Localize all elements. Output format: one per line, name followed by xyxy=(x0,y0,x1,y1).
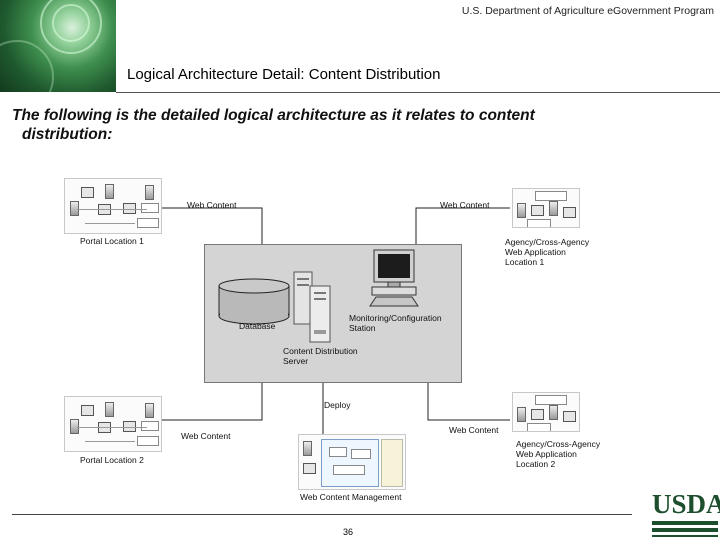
agency-header: U.S. Department of Agriculture eGovernme… xyxy=(461,5,714,17)
portal-location-2-label: Portal Location 2 xyxy=(80,455,144,465)
content-distribution-server-label: Content Distribution Server xyxy=(283,346,358,366)
portal-location-1-label: Portal Location 1 xyxy=(80,236,144,246)
agency-location-1-diagram xyxy=(512,188,580,228)
usda-logo-stripe xyxy=(652,521,718,525)
monitoring-station-label: Monitoring/Configuration Station xyxy=(349,313,442,333)
intro-text: The following is the detailed logical ar… xyxy=(12,106,692,144)
deploy-label: Deploy xyxy=(324,400,351,410)
agency-location-1-label: Agency/Cross-Agency Web Application Loca… xyxy=(505,237,590,267)
footer-divider xyxy=(12,514,632,515)
usda-logo-stripe xyxy=(652,528,718,532)
header-banner-image xyxy=(0,0,116,92)
database-icon xyxy=(218,278,290,325)
edge-top-left xyxy=(160,207,263,244)
edge-top-right xyxy=(415,207,510,244)
database-label: Database xyxy=(239,321,276,331)
intro-line-1: The following is the detailed logical ar… xyxy=(12,107,535,124)
edge-label-web-content: Web Content xyxy=(449,425,499,435)
header-divider xyxy=(116,92,720,93)
slide-title: Logical Architecture Detail: Content Dis… xyxy=(127,66,441,83)
agency-location-2-diagram xyxy=(512,392,580,432)
agency-location-2-label: Agency/Cross-Agency Web Application Loca… xyxy=(516,439,601,469)
edge-label-web-content: Web Content xyxy=(181,431,231,441)
edge-bottom-left xyxy=(160,383,263,421)
edge-label-web-content: Web Content xyxy=(187,200,237,210)
workstation-icon xyxy=(369,249,419,307)
edge-bottom-right xyxy=(427,383,510,421)
usda-logo: USDA xyxy=(652,489,720,537)
usda-logo-stripe xyxy=(652,535,718,537)
page-number: 36 xyxy=(343,527,354,537)
web-content-management-label: Web Content Management xyxy=(300,492,402,502)
intro-line-2: distribution: xyxy=(22,126,113,143)
edge-label-web-content: Web Content xyxy=(440,200,490,210)
web-content-management-diagram xyxy=(298,434,406,490)
content-distribution-hub xyxy=(204,244,462,383)
portal-location-1-diagram xyxy=(64,178,162,234)
portal-location-2-diagram xyxy=(64,396,162,452)
usda-logo-text: USDA xyxy=(652,489,720,519)
server-icon xyxy=(293,271,331,343)
